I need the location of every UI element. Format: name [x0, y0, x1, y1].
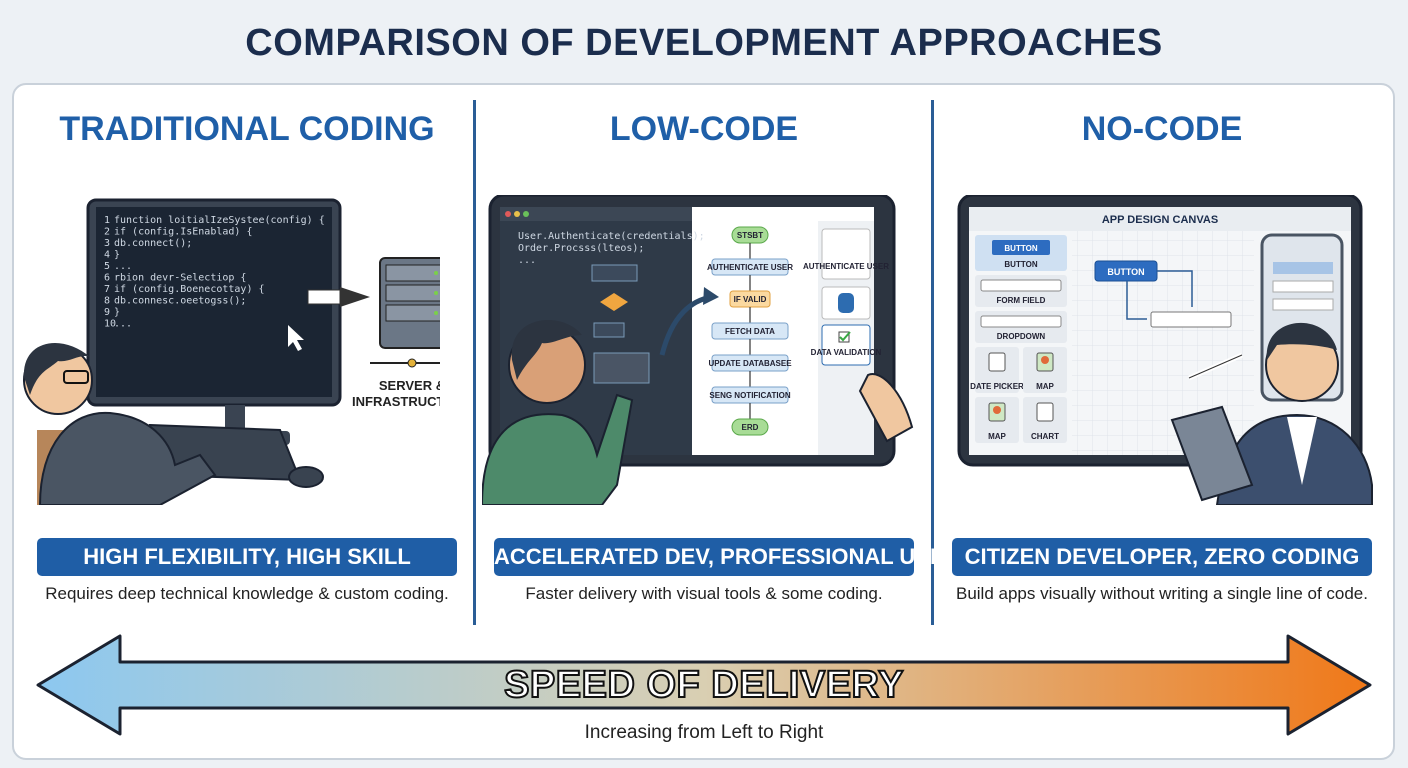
canvas-button[interactable]: BUTTON [1107, 267, 1144, 277]
server-icon [370, 257, 440, 368]
arrow-sublabel: Increasing from Left to Right [584, 722, 824, 743]
palette-item-label: MAP [988, 432, 1006, 441]
flow-step-label: FETCH DATA [725, 327, 775, 336]
traditional-banner: HIGH FLEXIBILITY, HIGH SKILL [37, 538, 457, 576]
code-line: Order.Procsss(lteos); [518, 243, 644, 254]
line-number: 5 [104, 261, 110, 272]
side-tile-label: DATA VALIDATION [811, 348, 882, 357]
calendar-icon [988, 352, 1006, 372]
palette-button-preview: BUTTON [1004, 244, 1037, 253]
code-line: if (config.IsEnablad) { [114, 227, 252, 238]
line-number: 9 [104, 307, 110, 318]
flow-step-label: SENG NOTIFICATION [709, 391, 790, 400]
no-code-banner: CITIZEN DEVELOPER, ZERO CODING [952, 538, 1372, 576]
database-icon [838, 293, 854, 313]
low-code-description: Faster delivery with visual tools & some… [525, 584, 883, 603]
traditional-description: Requires deep technical knowledge & cust… [45, 584, 449, 603]
side-tile-label: AUTHENTICATE USER [803, 262, 889, 271]
code-line: ... [518, 255, 536, 266]
column-no-code: NO-CODE APP DESIGN CANVAS BUTTON BUTTON FO… [952, 110, 1373, 603]
low-code-banner: ACCELERATED DEV, PROFESSIONAL USE [494, 538, 945, 576]
code-line: db.connect(); [114, 238, 192, 249]
line-number: 4 [104, 250, 110, 261]
palette-item-label: DROPDOWN [997, 332, 1046, 341]
palette-item-label: DATE PICKER [970, 382, 1024, 391]
palette-item-label: FORM FIELD [997, 296, 1046, 305]
low-code-illustration: User.Authenticate(credentials);Order.Pro… [482, 195, 914, 505]
column-divider [931, 100, 934, 625]
developer-person [23, 343, 217, 505]
traditional-coding-illustration: 1 function loitialIzeSystee(config) { 2 if… [23, 198, 440, 505]
flow-step-label: AUTHENTICATE USER [707, 263, 793, 272]
stylus-icon [1188, 352, 1243, 381]
canvas-title: APP DESIGN CANVAS [1102, 214, 1218, 226]
data-arrow [307, 287, 370, 307]
flow-step [731, 418, 769, 436]
flow-step-label: ERD [742, 423, 759, 432]
checkbox-icon [838, 331, 851, 343]
code-line: function loitialIzeSystee(config) { [114, 215, 325, 226]
palette-item-label: CHART [1031, 432, 1059, 441]
speed-arrow [36, 634, 1372, 736]
code-line: db.connesc.oeetogss(); [114, 296, 246, 307]
page-title: COMPARISON OF DEVELOPMENT APPROACHES [245, 22, 1163, 64]
pointing-hand [858, 373, 914, 443]
palette-item-label: BUTTON [1004, 260, 1037, 269]
chart-icon [1036, 402, 1054, 422]
column-traditional-coding: TRADITIONAL CODING 1 function loitialIzeS… [23, 110, 457, 603]
column-divider [473, 100, 476, 625]
flow-step-label: UPDATE DATABASEE [708, 359, 792, 368]
flow-step-label: STSBT [737, 231, 763, 240]
code-line: rbion devr-Selectiop { [114, 273, 246, 284]
line-number: 10 [104, 319, 116, 330]
code-line: ... [114, 261, 132, 272]
code-line: } [114, 250, 120, 261]
arrow-label: SPEED OF DELIVERY [503, 663, 904, 707]
no-code-description: Build apps visually without writing a si… [955, 584, 1368, 603]
no-code-person [1215, 322, 1373, 505]
code-line: ... [114, 319, 132, 330]
line-number: 2 [104, 227, 110, 238]
line-number: 3 [104, 238, 110, 249]
palette-item-label: MAP [1036, 382, 1054, 391]
tablet-icon [1170, 405, 1254, 502]
column-heading: NO-CODE [1081, 110, 1243, 148]
column-heading: LOW-CODE [609, 110, 799, 148]
server-label: SERVER &INFRASTRUCTURE [352, 378, 440, 409]
line-number: 8 [104, 296, 110, 307]
line-number: 7 [104, 284, 110, 295]
code-line: } [114, 307, 120, 318]
cursor-icon [288, 325, 304, 351]
flow-step-label: IF VALID [734, 295, 767, 304]
line-number: 6 [104, 273, 110, 284]
column-heading: TRADITIONAL CODING [59, 110, 435, 148]
column-low-code: LOW-CODE User.Authenticate(credentials);… [482, 110, 945, 603]
mouse-icon [288, 466, 324, 488]
low-code-person [482, 320, 634, 505]
code-line: if (config.Boenecottay) { [114, 284, 265, 295]
no-code-illustration: APP DESIGN CANVAS BUTTON BUTTON FORM FIELD… [957, 195, 1373, 505]
line-number: 1 [104, 215, 110, 226]
code-line: User.Authenticate(credentials); [518, 231, 705, 242]
